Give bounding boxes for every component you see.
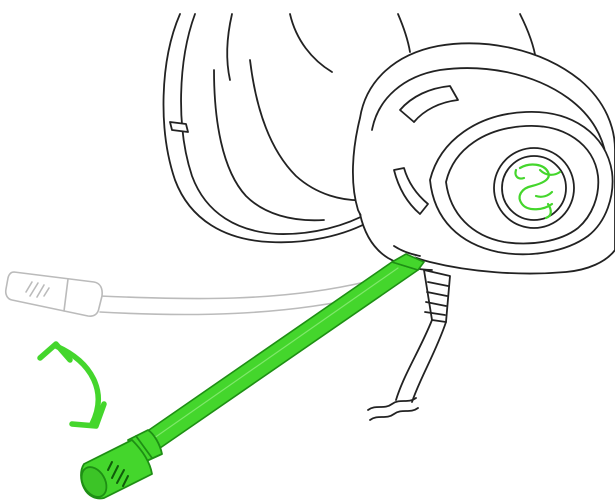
microphone-icon [76, 430, 162, 501]
bidirectional-arrow-icon [40, 344, 104, 426]
headset-icon [164, 14, 615, 274]
microphone-boom [120, 254, 424, 466]
